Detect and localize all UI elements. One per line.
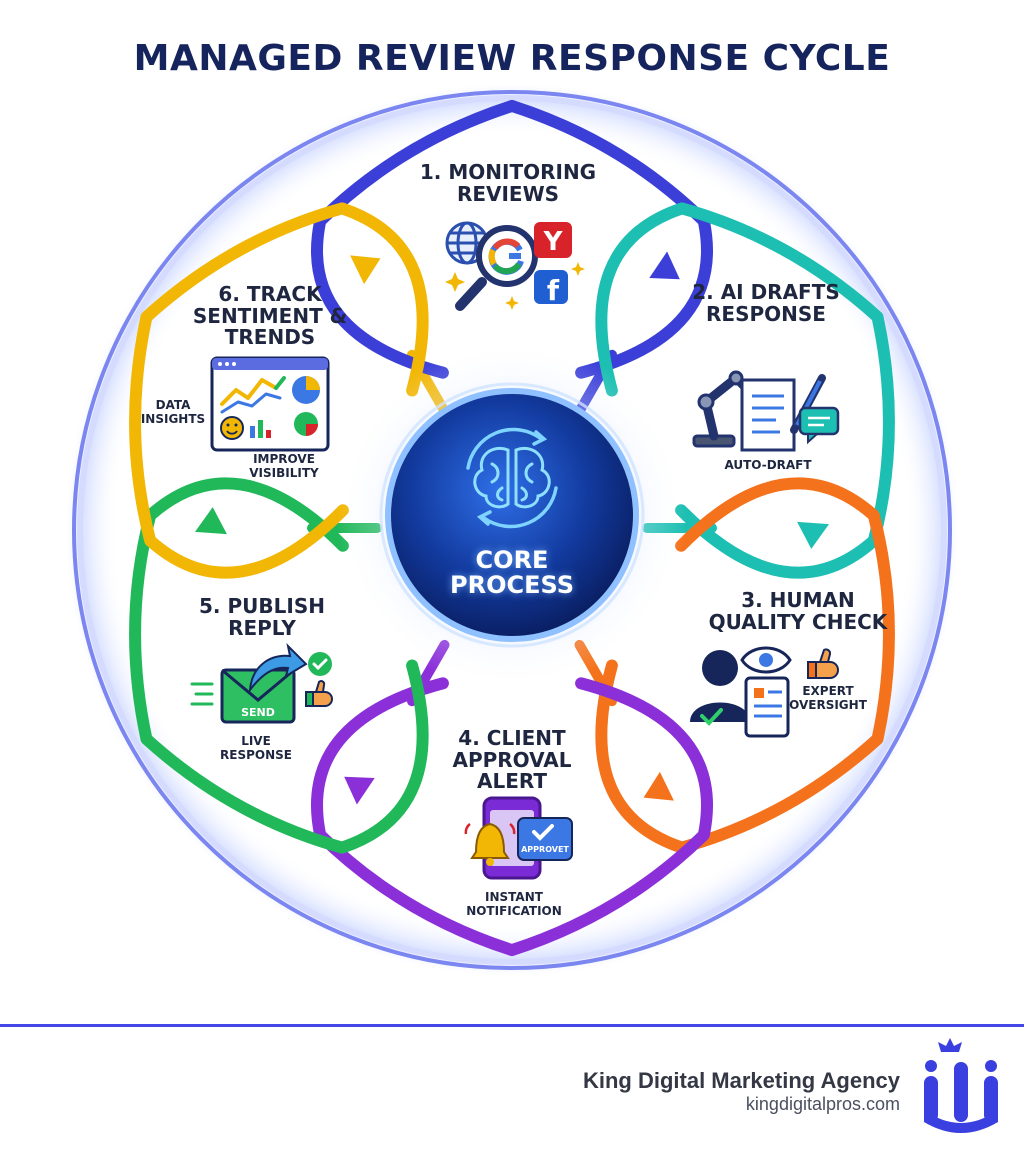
line-chart-icon (220, 376, 286, 414)
page-title: MANAGED REVIEW RESPONSE CYCLE (133, 38, 891, 79)
stage-6-caption-2: IMPROVE VISIBILITY (249, 452, 319, 481)
yelp-icon: Y (534, 222, 572, 258)
sparkle-icon (445, 262, 585, 310)
google-icon (488, 238, 524, 275)
stage-5-caption: LIVE RESPONSE (220, 734, 292, 763)
stage-2-caption: AUTO-DRAFT (724, 458, 812, 472)
footer-divider (0, 1024, 1024, 1027)
pie-chart-icon (292, 376, 320, 436)
stage-5-petal (129, 477, 429, 854)
send-arrow-icon (248, 642, 308, 694)
checklist-icon (744, 676, 790, 738)
core-orb (385, 388, 639, 642)
core-label-line1: CORE (475, 546, 549, 574)
core-label: CORE PROCESS (412, 546, 612, 600)
bell-icon (464, 822, 516, 866)
crown-logo-icon (924, 1038, 998, 1133)
brand-name: King Digital Marketing Agency (582, 1068, 900, 1093)
stage-2-arrow (797, 521, 829, 549)
stage-1-arrow (649, 251, 680, 280)
brand-logo (924, 1038, 998, 1133)
stage-3-arrow (643, 771, 674, 801)
stage-1-petal (311, 99, 713, 379)
magnifier-icon (455, 225, 538, 311)
approve-badge-icon: APPROVET (517, 817, 573, 861)
stage-6-petal (129, 202, 429, 579)
document-icon (740, 378, 796, 452)
emoji-icon (220, 416, 271, 440)
svg-text:APPROVET: APPROVET (521, 845, 569, 854)
svg-text:f: f (547, 274, 560, 307)
stage-5-title: 5. PUBLISH REPLY (199, 594, 325, 640)
person-icon (690, 650, 750, 726)
stage-2-title: 2. AI DRAFTS RESPONSE (692, 280, 840, 326)
stage-4-petal (311, 677, 713, 957)
stage-3-petal (595, 477, 895, 854)
stage-1-title: 1. MONITORING REVIEWS (419, 160, 597, 206)
stage-4-title: 4. CLIENT APPROVAL ALERT (452, 726, 572, 794)
stage-5-arrow (195, 507, 227, 535)
brain-icon (466, 427, 558, 529)
stage-3-title: 3. HUMAN QUALITY CHECK (708, 588, 888, 634)
core-rim (379, 382, 645, 648)
core-label-line2: PROCESS (450, 571, 574, 600)
thumbs-up-icon (807, 648, 839, 679)
stage-4-caption: INSTANT NOTIFICATION (466, 890, 562, 919)
stage-6-title: 6. TRACK SENTIMENT & TRENDS (192, 282, 348, 350)
check-icon (308, 652, 332, 676)
stage-2-petal (595, 202, 895, 579)
stage-4-arrow (344, 776, 375, 805)
svg-text:Y: Y (543, 227, 564, 257)
thumbs-up-icon (305, 680, 333, 707)
stage-3-caption: EXPERT OVERSIGHT (789, 684, 867, 713)
stage-6-arrow (350, 255, 381, 285)
motion-lines-icon (190, 682, 214, 706)
brand-url: kingdigitalpros.com (745, 1094, 900, 1114)
eye-icon (740, 646, 792, 674)
facebook-icon: f (534, 270, 568, 307)
chat-bubble-icon (798, 406, 840, 445)
outer-ring (72, 90, 952, 970)
svg-text:SEND: SEND (241, 706, 275, 719)
outer-ring-inner (77, 95, 947, 965)
stage-petals (129, 99, 895, 957)
stage-6-caption-1: DATA INSIGHTS (140, 398, 206, 427)
